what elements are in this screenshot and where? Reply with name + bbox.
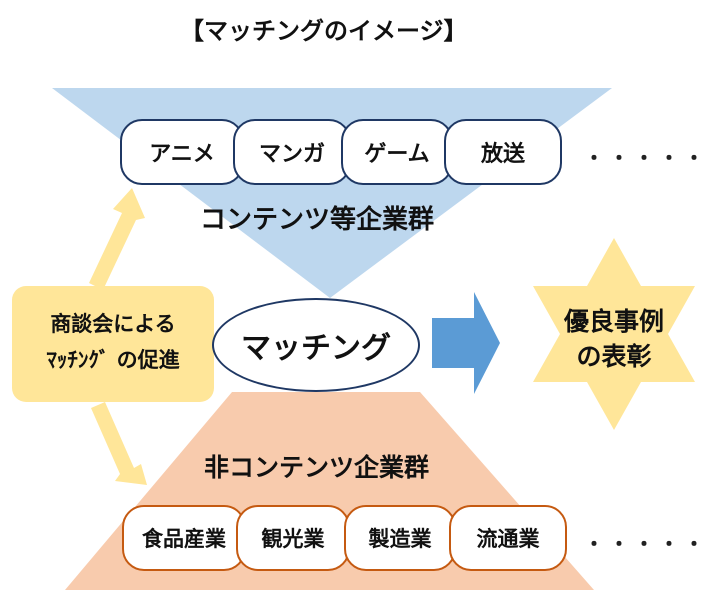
- non-content-companies-label: 非コンテンツ企業群: [204, 453, 430, 482]
- content-companies-label: コンテンツ等企業群: [200, 205, 435, 235]
- business-meeting-line2: ﾏｯﾁﾝｸﾞ の促進: [46, 348, 180, 372]
- award-line1: 優良事例: [563, 307, 664, 336]
- arrow-down-to-non-content: [91, 402, 147, 485]
- matching-ellipse: マッチング: [212, 298, 420, 392]
- category-game: ゲーム: [341, 119, 453, 185]
- diagram-title: 【マッチングのイメージ】: [180, 17, 468, 45]
- bottom-ellipsis: ・・・・・: [584, 532, 709, 556]
- industry-manufacturing: 製造業: [344, 505, 456, 571]
- industry-tourism: 観光業: [236, 505, 350, 571]
- category-anime: アニメ: [120, 119, 244, 185]
- top-ellipsis: ・・・・・: [584, 146, 709, 170]
- business-meeting-line1: 商談会による: [50, 312, 176, 336]
- category-manga: マンガ: [233, 119, 351, 185]
- award-star-text: 優良事例 の表彰: [540, 304, 688, 374]
- award-line2: の表彰: [576, 342, 652, 371]
- industry-food: 食品産業: [122, 505, 246, 571]
- matching-to-award-arrow: [432, 292, 500, 394]
- category-broadcast: 放送: [444, 119, 562, 185]
- industry-distribution: 流通業: [449, 505, 567, 571]
- star-shape: [533, 238, 695, 430]
- arrow-up-to-content: [89, 188, 145, 290]
- business-meeting-box: 商談会による ﾏｯﾁﾝｸﾞ の促進: [12, 286, 214, 402]
